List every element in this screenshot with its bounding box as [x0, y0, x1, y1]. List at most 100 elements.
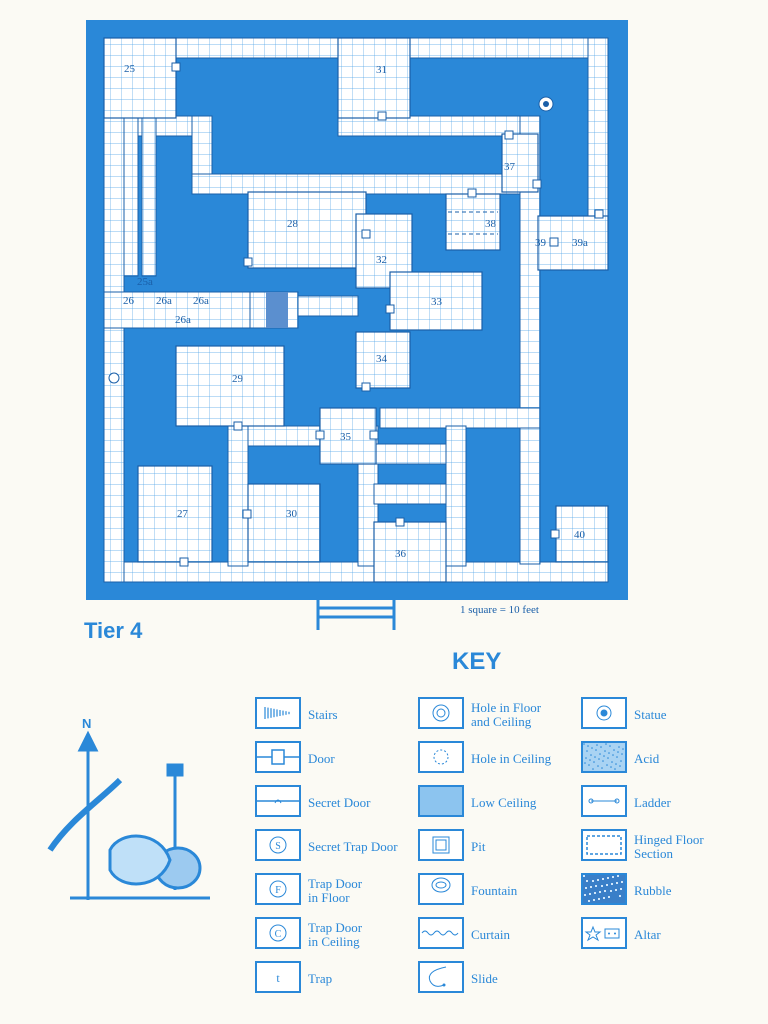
room-label: 39 [535, 237, 547, 249]
room-label: 39a [572, 237, 588, 249]
acid-icon [581, 741, 627, 773]
key-item: Acid [581, 741, 731, 777]
room-28 [247, 191, 367, 269]
svg-text:F: F [275, 885, 281, 896]
compass-illustration: N [47, 716, 210, 900]
slide-icon [418, 961, 464, 993]
key-item-label: Secret Trap Door [308, 839, 398, 854]
room-label: 28 [287, 218, 299, 230]
stairs-exit [316, 600, 396, 630]
rubble-patch [266, 292, 288, 328]
key-item-label: Curtain [471, 927, 510, 942]
room-29 [175, 345, 285, 427]
secret-trap-door-icon: S [255, 829, 301, 861]
fountain-icon [418, 873, 464, 905]
hole-ceiling-icon [418, 741, 464, 773]
room-27 [137, 465, 213, 563]
hinged-floor-38 [448, 211, 498, 235]
key-item-label: Rubble [634, 883, 672, 898]
trap-door-ceiling-icon: C [255, 917, 301, 949]
key-item: S Secret Trap Door [255, 829, 405, 865]
room-37 [501, 133, 539, 193]
statue-marker-dot [543, 101, 549, 107]
key-item: Statue [581, 697, 731, 733]
key-item: C Trap Door in Ceiling [255, 917, 405, 953]
svg-text:S: S [275, 841, 281, 852]
key-item: Fountain [418, 873, 568, 909]
compass-north-label: N [82, 716, 91, 731]
room-label: 38 [485, 218, 497, 230]
room-label: 37 [504, 161, 516, 173]
hole-floor-ceiling-icon [418, 697, 464, 729]
key-item: Stairs [255, 697, 405, 733]
key-item-label: Low Ceiling [471, 795, 537, 810]
key-item: Curtain [418, 917, 568, 953]
key-item: F Trap Door in Floor [255, 873, 405, 909]
room-36 [373, 521, 447, 583]
key-item-label: Slide [471, 971, 498, 986]
key-item-label: Trap Door in Floor [308, 876, 363, 905]
key-item-label: Fountain [471, 883, 518, 898]
key-item-label: Statue [634, 707, 667, 722]
tier-title: Tier 4 [84, 618, 143, 643]
room-label: 26a [156, 295, 172, 307]
door-icon [255, 741, 301, 773]
trap-icon: t [255, 961, 301, 993]
key-item: Hole in Ceiling [418, 741, 568, 777]
room-label: 33 [431, 296, 443, 308]
key-item-label: Trap Door in Ceiling [308, 920, 363, 949]
hinged-floor-icon [581, 829, 627, 861]
trap-door-floor-icon: F [255, 873, 301, 905]
key-item: Altar [581, 917, 731, 953]
pit-icon [418, 829, 464, 861]
room-label: 35 [340, 431, 352, 443]
room-31 [337, 37, 411, 119]
room-label: 32 [376, 254, 387, 266]
map-rooms [103, 37, 609, 583]
key-item: Ladder [581, 785, 731, 821]
key-item-label: Trap [308, 971, 333, 986]
rubble-icon [581, 873, 627, 905]
room-label: 40 [574, 529, 586, 541]
room-25 [103, 37, 177, 119]
key-item-label: Altar [634, 927, 661, 942]
room-label: 26 [123, 295, 135, 307]
room-label: 31 [376, 64, 387, 76]
room-label: 27 [177, 508, 189, 520]
room-35 [319, 407, 377, 465]
curtain-icon [418, 917, 464, 949]
key-item-label: Hinged Floor Section [634, 832, 704, 861]
svg-text:t: t [276, 971, 280, 985]
room-label: 25 [124, 63, 136, 75]
key-item-label: Stairs [308, 707, 338, 722]
room-label: 25a [137, 276, 153, 288]
svg-text:C: C [275, 929, 282, 940]
room-label: 36 [395, 548, 407, 560]
key-item-label: Acid [634, 751, 660, 766]
key-item: Door [255, 741, 405, 777]
key-item: Hinged Floor Section [581, 829, 731, 865]
map-doors [171, 62, 604, 567]
room-label: 30 [286, 508, 298, 520]
room-label: 29 [232, 373, 244, 385]
key-title: KEY [452, 648, 502, 675]
stairs-icon [255, 697, 301, 729]
trap-door-floor-marker [108, 372, 120, 384]
ladder-icon [581, 785, 627, 817]
scale-label: 1 square = 10 feet [460, 604, 539, 616]
room-38 [445, 193, 501, 251]
room-33 [389, 271, 483, 331]
key-item-label: Door [308, 751, 335, 766]
room-label: 34 [376, 353, 388, 365]
key-item-label: Pit [471, 839, 486, 854]
room-label: 26a [175, 314, 191, 326]
altar-icon [581, 917, 627, 949]
key-item-label: Hole in Ceiling [471, 751, 552, 766]
key-item-label: Hole in Floor and Ceiling [471, 700, 542, 729]
room-label: 26a [193, 295, 209, 307]
key-item: t Trap [255, 961, 405, 997]
key-item: Hole in Floor and Ceiling [418, 697, 568, 733]
secret-door-icon [255, 785, 301, 817]
